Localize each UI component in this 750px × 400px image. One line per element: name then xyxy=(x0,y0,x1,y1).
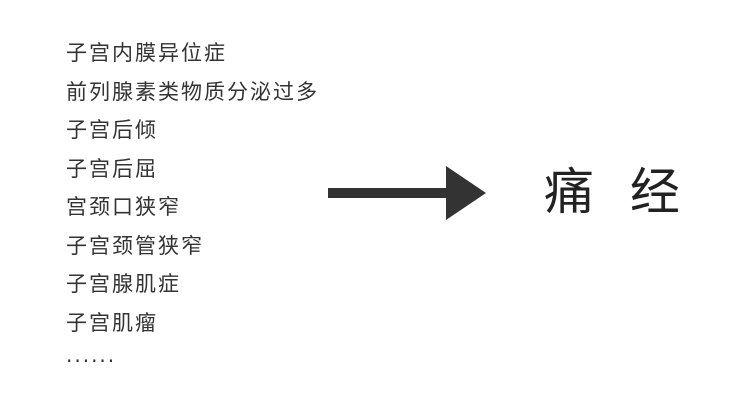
arrow-right-icon xyxy=(328,166,486,220)
cause-item: 子宫后倾 xyxy=(66,118,158,142)
cause-item: 前列腺素类物质分泌过多 xyxy=(66,79,319,104)
cause-item: 子宫内膜异位症 xyxy=(66,41,227,65)
result-label: 痛 经 xyxy=(544,163,690,221)
cause-item: 子宫后屈 xyxy=(66,156,158,181)
cause-item: 子宫腺肌症 xyxy=(66,272,181,296)
cause-item: 子宫肌瘤 xyxy=(66,310,158,335)
arrow-shape xyxy=(328,166,486,220)
more-ellipsis: ······ xyxy=(66,349,117,373)
cause-item: 子宫颈管狭窄 xyxy=(66,233,204,258)
cause-item: 宫颈口狭窄 xyxy=(66,195,181,219)
causes-list: 子宫内膜异位症 前列腺素类物质分泌过多 子宫后倾 子宫后屈 宫颈口狭窄 子宫颈管… xyxy=(66,34,319,381)
